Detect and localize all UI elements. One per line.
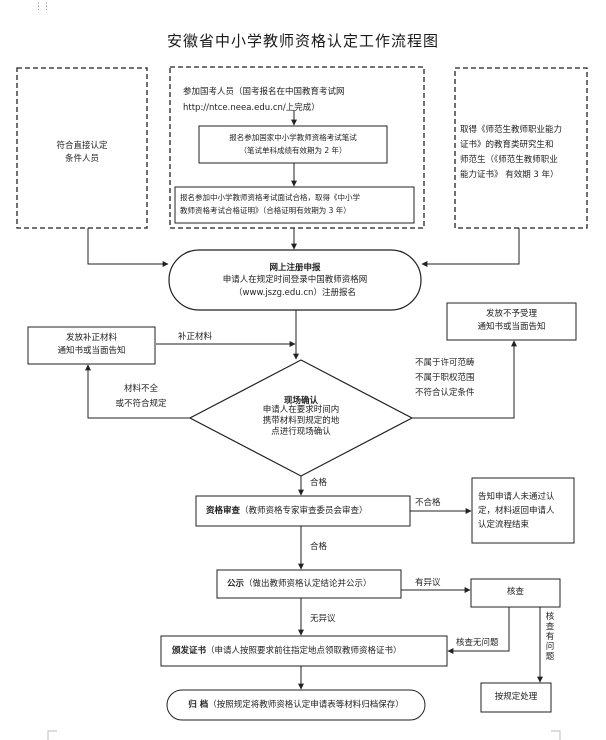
edge-label-supplement: 补正材料 (178, 332, 213, 342)
edge-label-no-objection: 无异议 (310, 614, 336, 624)
edge-label-incomplete: 材料不全 或不符合规定 (115, 384, 167, 409)
reject-notice-box (446, 302, 577, 341)
edge-label-not-eligible: 不属于许可范畴 不属于职权范围 不符合认定条件 (415, 358, 475, 398)
site-confirm-title: 现场确认 (283, 396, 318, 406)
supplement-notice-box (27, 326, 156, 365)
site-confirm-text: 申请人在要求时间内 携带材料到规定的地 点进行现场确认 (262, 405, 340, 437)
direct-node-text: 符合直接认定 条件人员 (56, 141, 108, 164)
exam-takers-text: 参加国考人员（国考报名在中国教育考试网 http://ntce.neea.edu… (183, 87, 345, 113)
edge-label-verified-issue: 核查有问题 (545, 612, 555, 662)
review-text: 资格审查（教师资格专家审查委员会审查） (206, 505, 368, 518)
edge-label-pass-1: 合格 (310, 478, 328, 488)
handle-text: 按规定处理 (494, 692, 538, 702)
issue-desc: （申请人按照要求前往指定地点领取教师资格证书） (206, 646, 402, 656)
publicity-box (216, 569, 402, 599)
publicity-desc: （做出教师资格认定结论并公示） (244, 579, 372, 589)
online-register-title: 网上注册申报 (269, 263, 321, 273)
edge-label-pass-2: 合格 (310, 542, 328, 552)
edge-label-objection: 有异议 (415, 578, 441, 588)
fail-notice-box (471, 477, 575, 544)
fail-notice-text: 告知申请人未通过认 定，材料返回申请人 认定流程结束 (478, 492, 555, 530)
handle-box (480, 682, 552, 713)
archive-text: 归 档（按照规定将教师资格认定申请表等材料归档保存） (167, 699, 425, 712)
teacher-students-text: 取得《师范生教师职业能力 证书》的教育类研究生和 师范生（《师范生教师职业 能力… (460, 125, 563, 180)
publicity-text: 公示（做出教师资格认定结论并公示） (227, 578, 372, 591)
archive-label: 归 档 (188, 700, 209, 710)
supplement-notice-text: 发放补正材料 通知书或当面告知 (57, 333, 126, 356)
page-title: 安徽省中小学教师资格认定工作流程图 (166, 32, 439, 50)
verify-box (470, 578, 561, 608)
interview-box (174, 186, 415, 224)
verify-text: 核查 (506, 587, 524, 597)
review-desc: （教师资格专家审查委员会审查） (240, 506, 368, 516)
issue-label: 颁发证书 (172, 646, 207, 656)
issue-text: 颁发证书（申请人按照要求前往指定地点领取教师资格证书） (172, 645, 402, 658)
edge-label-fail: 不合格 (415, 498, 441, 508)
drag-handle-icon[interactable]: ⋮⋮ (34, 2, 51, 12)
review-label: 资格审查 (206, 506, 241, 516)
online-register-box (168, 249, 422, 311)
interview-text: 报名参加中小学教师资格考试面试合格，取得《中小学 教师资格考试合格证明》（合格证… (180, 193, 360, 215)
teacher-students-box (454, 67, 588, 229)
archive-desc: （按照规定将教师资格认定申请表等材料归档保存） (208, 700, 404, 710)
direct-box (16, 67, 148, 229)
edge-label-verified-ok: 核查无问题 (456, 638, 499, 648)
issue-box (160, 635, 448, 667)
publicity-label: 公示 (227, 579, 245, 589)
archive-box (166, 689, 426, 721)
written-exam-text: 报名参加国家中小学教师资格考试笔试 （笔试单科成绩有效期为 2 年） (229, 133, 357, 155)
reject-notice-text: 发放不予受理 通知书或当面告知 (477, 309, 546, 332)
written-exam-box (198, 125, 388, 164)
online-register-text: 申请人在规定时间登录中国教师资格网 （www.jszg.edu.cn）注册报名 (222, 275, 368, 298)
